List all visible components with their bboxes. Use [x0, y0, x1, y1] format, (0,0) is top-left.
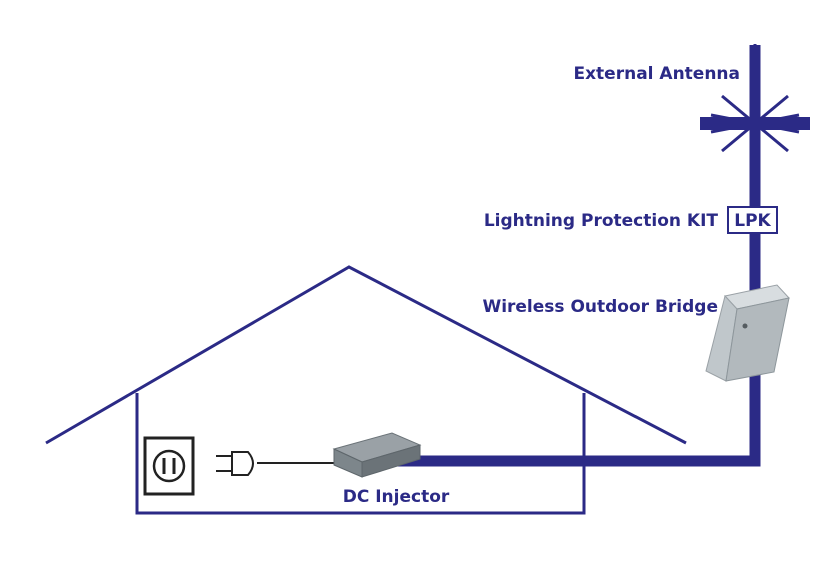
house-roof [46, 267, 686, 443]
lpk-badge-label: LPK [734, 211, 771, 231]
external-antenna-label: External Antenna [573, 64, 740, 84]
dc-injector-device [334, 433, 420, 477]
wall-outlet-icon [145, 438, 193, 494]
outdoor-bridge-device [706, 285, 789, 381]
ethernet-cable [390, 45, 755, 461]
power-plug-icon [216, 452, 336, 475]
dc-injector-label: DC Injector [343, 487, 450, 507]
lpk-badge: LPK [728, 207, 777, 233]
lightning-protection-label: Lightning Protection KIT [484, 211, 719, 231]
wireless-bridge-label: Wireless Outdoor Bridge [482, 297, 718, 317]
